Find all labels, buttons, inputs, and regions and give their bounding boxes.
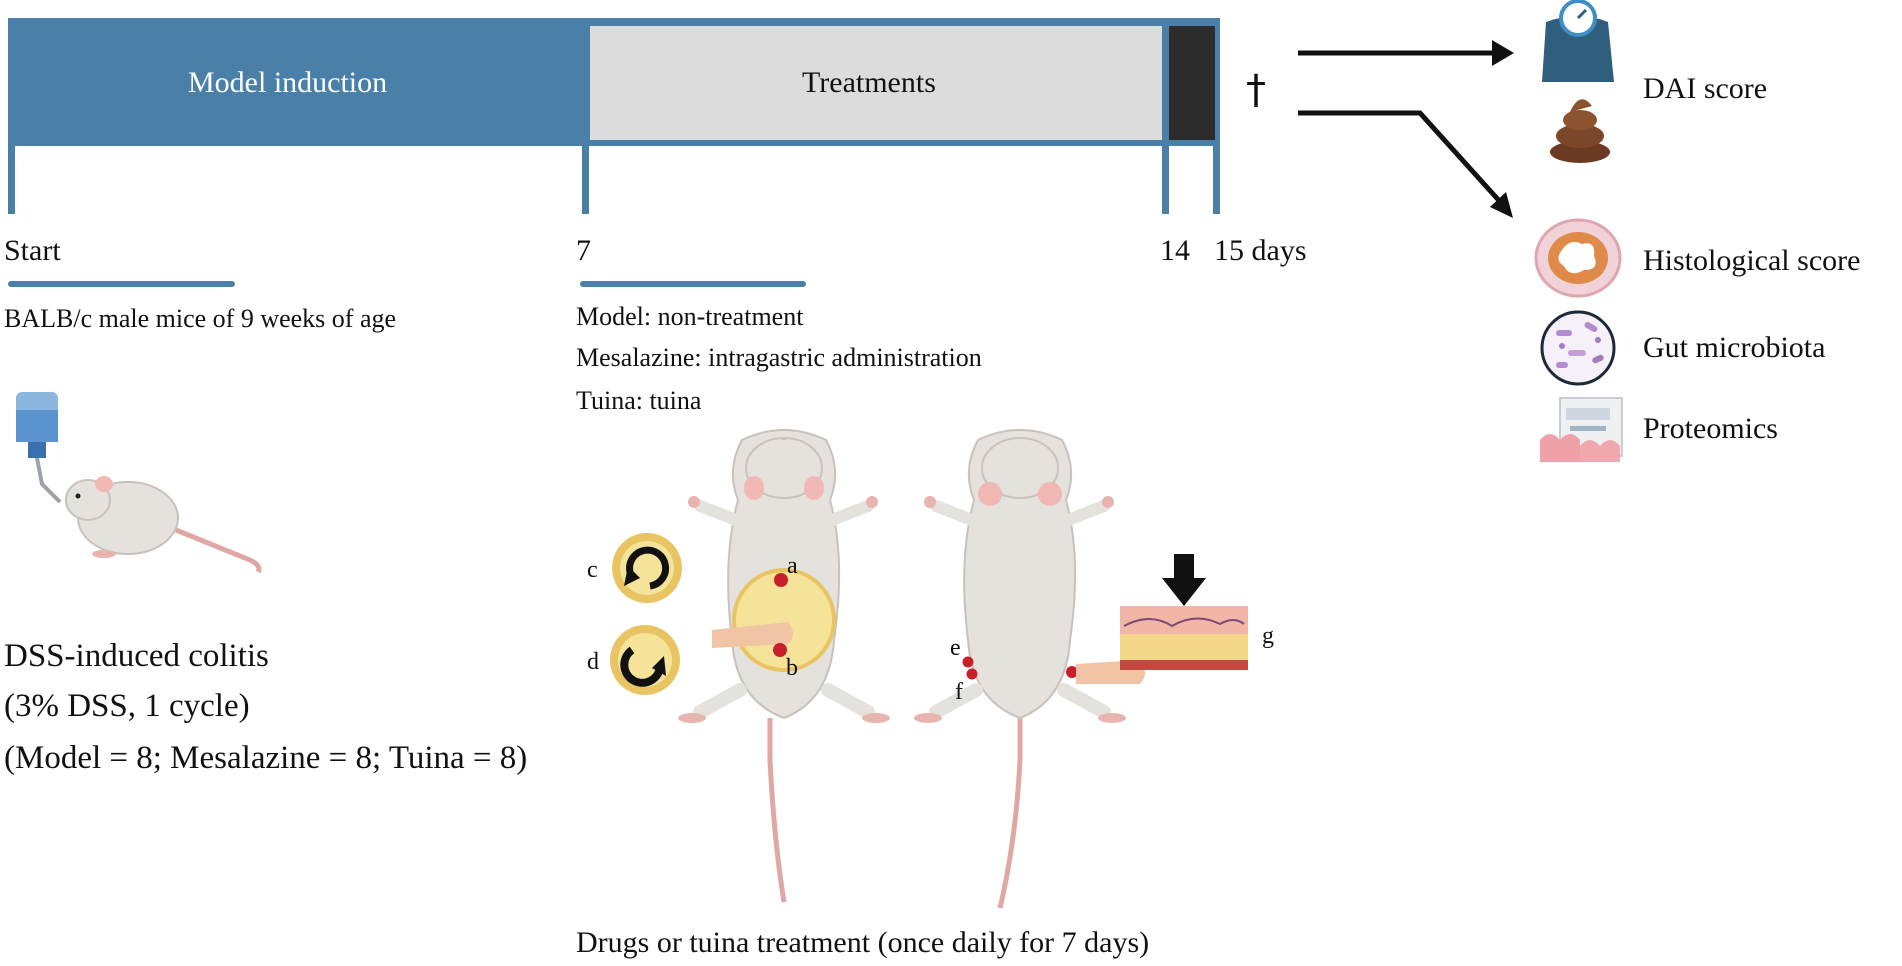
proteomics-instrument-icon — [1540, 397, 1623, 462]
colitis-dose: (3% DSS, 1 cycle) — [4, 688, 250, 724]
drinking-mouse-icon — [65, 476, 262, 574]
tick-day15 — [1213, 140, 1220, 214]
tick-label-day7: 7 — [576, 234, 591, 267]
tick-label-day15: 15 days — [1214, 234, 1307, 267]
group-line-tuina: Tuina: tuina — [576, 386, 702, 415]
start-underline — [8, 281, 235, 287]
sacrifice-segment — [1169, 26, 1215, 140]
acupoint-f — [966, 668, 978, 680]
tick-day7 — [582, 140, 589, 214]
tick-start — [8, 140, 15, 214]
label-f: f — [955, 679, 963, 705]
microbiota-icon — [1540, 310, 1616, 386]
timeline-body-gap — [15, 146, 1213, 216]
group-line-mesalazine: Mesalazine: intragastric administration — [576, 343, 982, 372]
tick-day14 — [1162, 140, 1169, 214]
treatment-segment — [590, 26, 1162, 140]
circular-massage-counterclockwise-icon — [610, 625, 680, 695]
timeline — [8, 18, 1220, 287]
label-e: e — [950, 635, 961, 661]
scale-icon — [1542, 0, 1614, 82]
water-bottle-icon — [16, 392, 62, 504]
treatment-caption: Drugs or tuina treatment (once daily for… — [576, 926, 1150, 959]
mouse-ventral-icon — [678, 429, 890, 903]
label-a: a — [787, 553, 798, 579]
label-d: d — [587, 649, 599, 675]
arrowhead-dai — [1492, 40, 1514, 66]
skin-pressure-icon — [1120, 554, 1248, 670]
acupoint-a — [774, 573, 788, 587]
group-sizes: (Model = 8; Mesalazine = 8; Tuina = 8) — [4, 740, 528, 776]
group-line-model: Model: non-treatment — [576, 302, 804, 331]
label-b: b — [786, 655, 798, 681]
label-g: g — [1262, 623, 1274, 649]
outcome-proteomics: Proteomics — [1643, 412, 1778, 445]
dagger-sacrifice-icon: † — [1246, 67, 1266, 113]
subjects-text: BALB/c male mice of 9 weeks of age — [4, 304, 397, 333]
outcome-arrows — [1298, 50, 1505, 207]
label-c: c — [587, 557, 598, 583]
tick-label-start: Start — [4, 234, 61, 267]
outcome-dai-score: DAI score — [1643, 72, 1768, 105]
outcome-histological-score: Histological score — [1643, 244, 1861, 277]
acupoint-b — [773, 643, 787, 657]
day7-underline — [580, 281, 806, 287]
acupoint-e — [962, 656, 974, 668]
circular-massage-clockwise-icon — [612, 533, 682, 603]
arrowhead-outcomes — [1490, 192, 1513, 218]
mouse-dorsal-icon — [914, 429, 1145, 909]
phase-treatments: Treatments — [802, 66, 936, 99]
colon-cross-section-icon — [1534, 218, 1622, 298]
tick-label-day14: 14 — [1160, 234, 1190, 267]
outcome-gut-microbiota: Gut microbiota — [1643, 331, 1826, 364]
phase-model-induction: Model induction — [188, 66, 388, 99]
colitis-title: DSS-induced colitis — [4, 638, 269, 674]
stool-icon — [1550, 99, 1610, 163]
arrow-to-outcomes — [1298, 110, 1505, 207]
